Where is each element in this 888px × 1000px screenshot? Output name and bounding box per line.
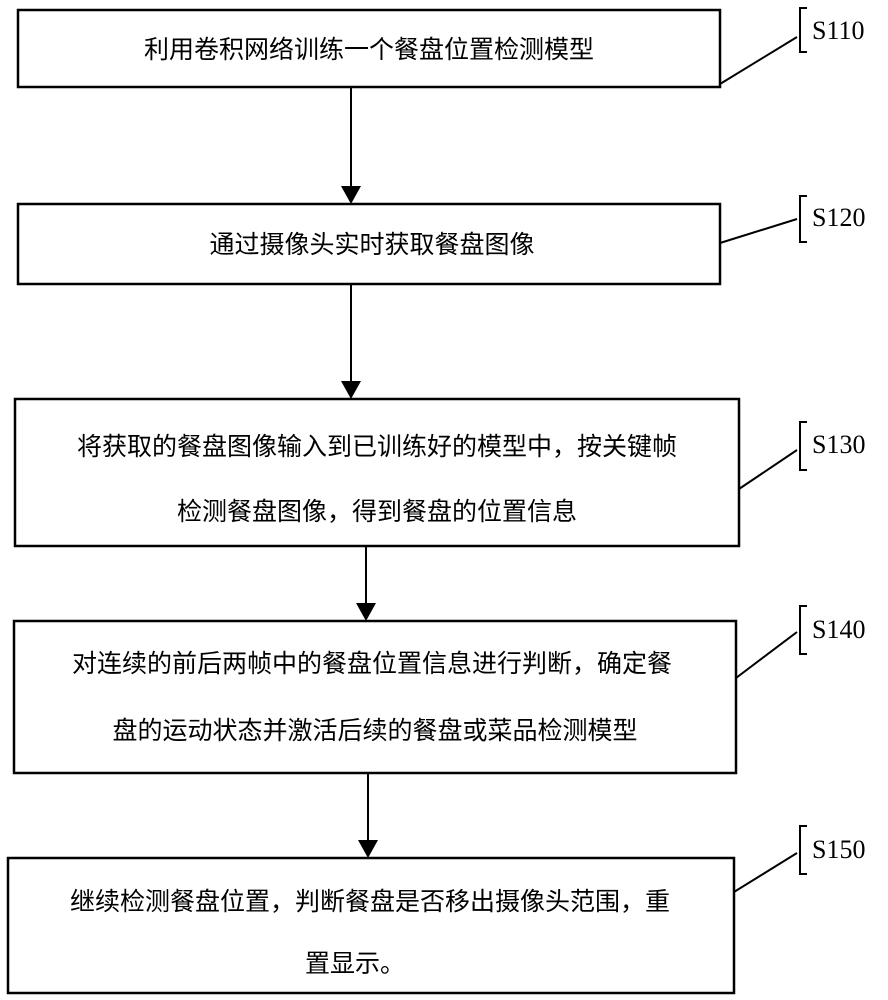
step-label: S120 <box>812 203 865 232</box>
label-bracket <box>799 605 807 655</box>
step-label: S150 <box>812 835 865 864</box>
step-text-line: 检测餐盘图像，得到餐盘的位置信息 <box>177 497 577 526</box>
step-box <box>12 619 738 775</box>
step-s140: 对连续的前后两帧中的餐盘位置信息进行判断，确定餐 盘的运动状态并激活后续的餐盘或… <box>12 605 865 775</box>
label-connector <box>719 36 798 85</box>
step-box <box>16 8 722 89</box>
step-label: S140 <box>812 615 865 644</box>
label-bracket <box>799 195 807 243</box>
step-text-line: 对连续的前后两帧中的餐盘位置信息进行判断，确定餐 <box>72 649 672 678</box>
step-box <box>6 856 736 995</box>
step-text-line: 将获取的餐盘图像输入到已训练好的模型中，按关键帧 <box>77 432 677 461</box>
label-bracket <box>799 421 807 471</box>
flow-arrow <box>341 284 361 399</box>
label-connector <box>733 852 798 893</box>
label-connector <box>738 449 798 490</box>
step-text-line: 置显示。 <box>305 949 405 978</box>
step-label: S110 <box>812 16 865 45</box>
step-s130: 将获取的餐盘图像输入到已训练好的模型中，按关键帧 检测餐盘图像，得到餐盘的位置信… <box>13 397 865 548</box>
flow-arrow <box>356 546 376 621</box>
step-s120: 通过摄像头实时获取餐盘图像 S120 <box>16 195 865 286</box>
step-text-line: 利用卷积网络训练一个餐盘位置检测模型 <box>144 35 594 64</box>
step-text-line: 继续检测餐盘位置，判断餐盘是否移出摄像头范围，重 <box>70 887 670 916</box>
step-s150: 继续检测餐盘位置，判断餐盘是否移出摄像头范围，重 置显示。 S150 <box>6 825 865 995</box>
flow-arrow <box>358 773 378 858</box>
label-connector <box>719 218 798 244</box>
label-connector <box>735 631 798 679</box>
step-text-line: 通过摄像头实时获取餐盘图像 <box>209 230 534 259</box>
step-text-line: 盘的运动状态并激活后续的餐盘或菜品检测模型 <box>112 716 637 745</box>
flow-arrow <box>341 87 361 204</box>
step-box <box>16 202 722 286</box>
label-bracket <box>799 7 807 53</box>
label-bracket <box>799 825 807 875</box>
step-label: S130 <box>812 430 865 459</box>
step-box <box>13 397 741 548</box>
step-s110: 利用卷积网络训练一个餐盘位置检测模型 S110 <box>16 7 865 89</box>
